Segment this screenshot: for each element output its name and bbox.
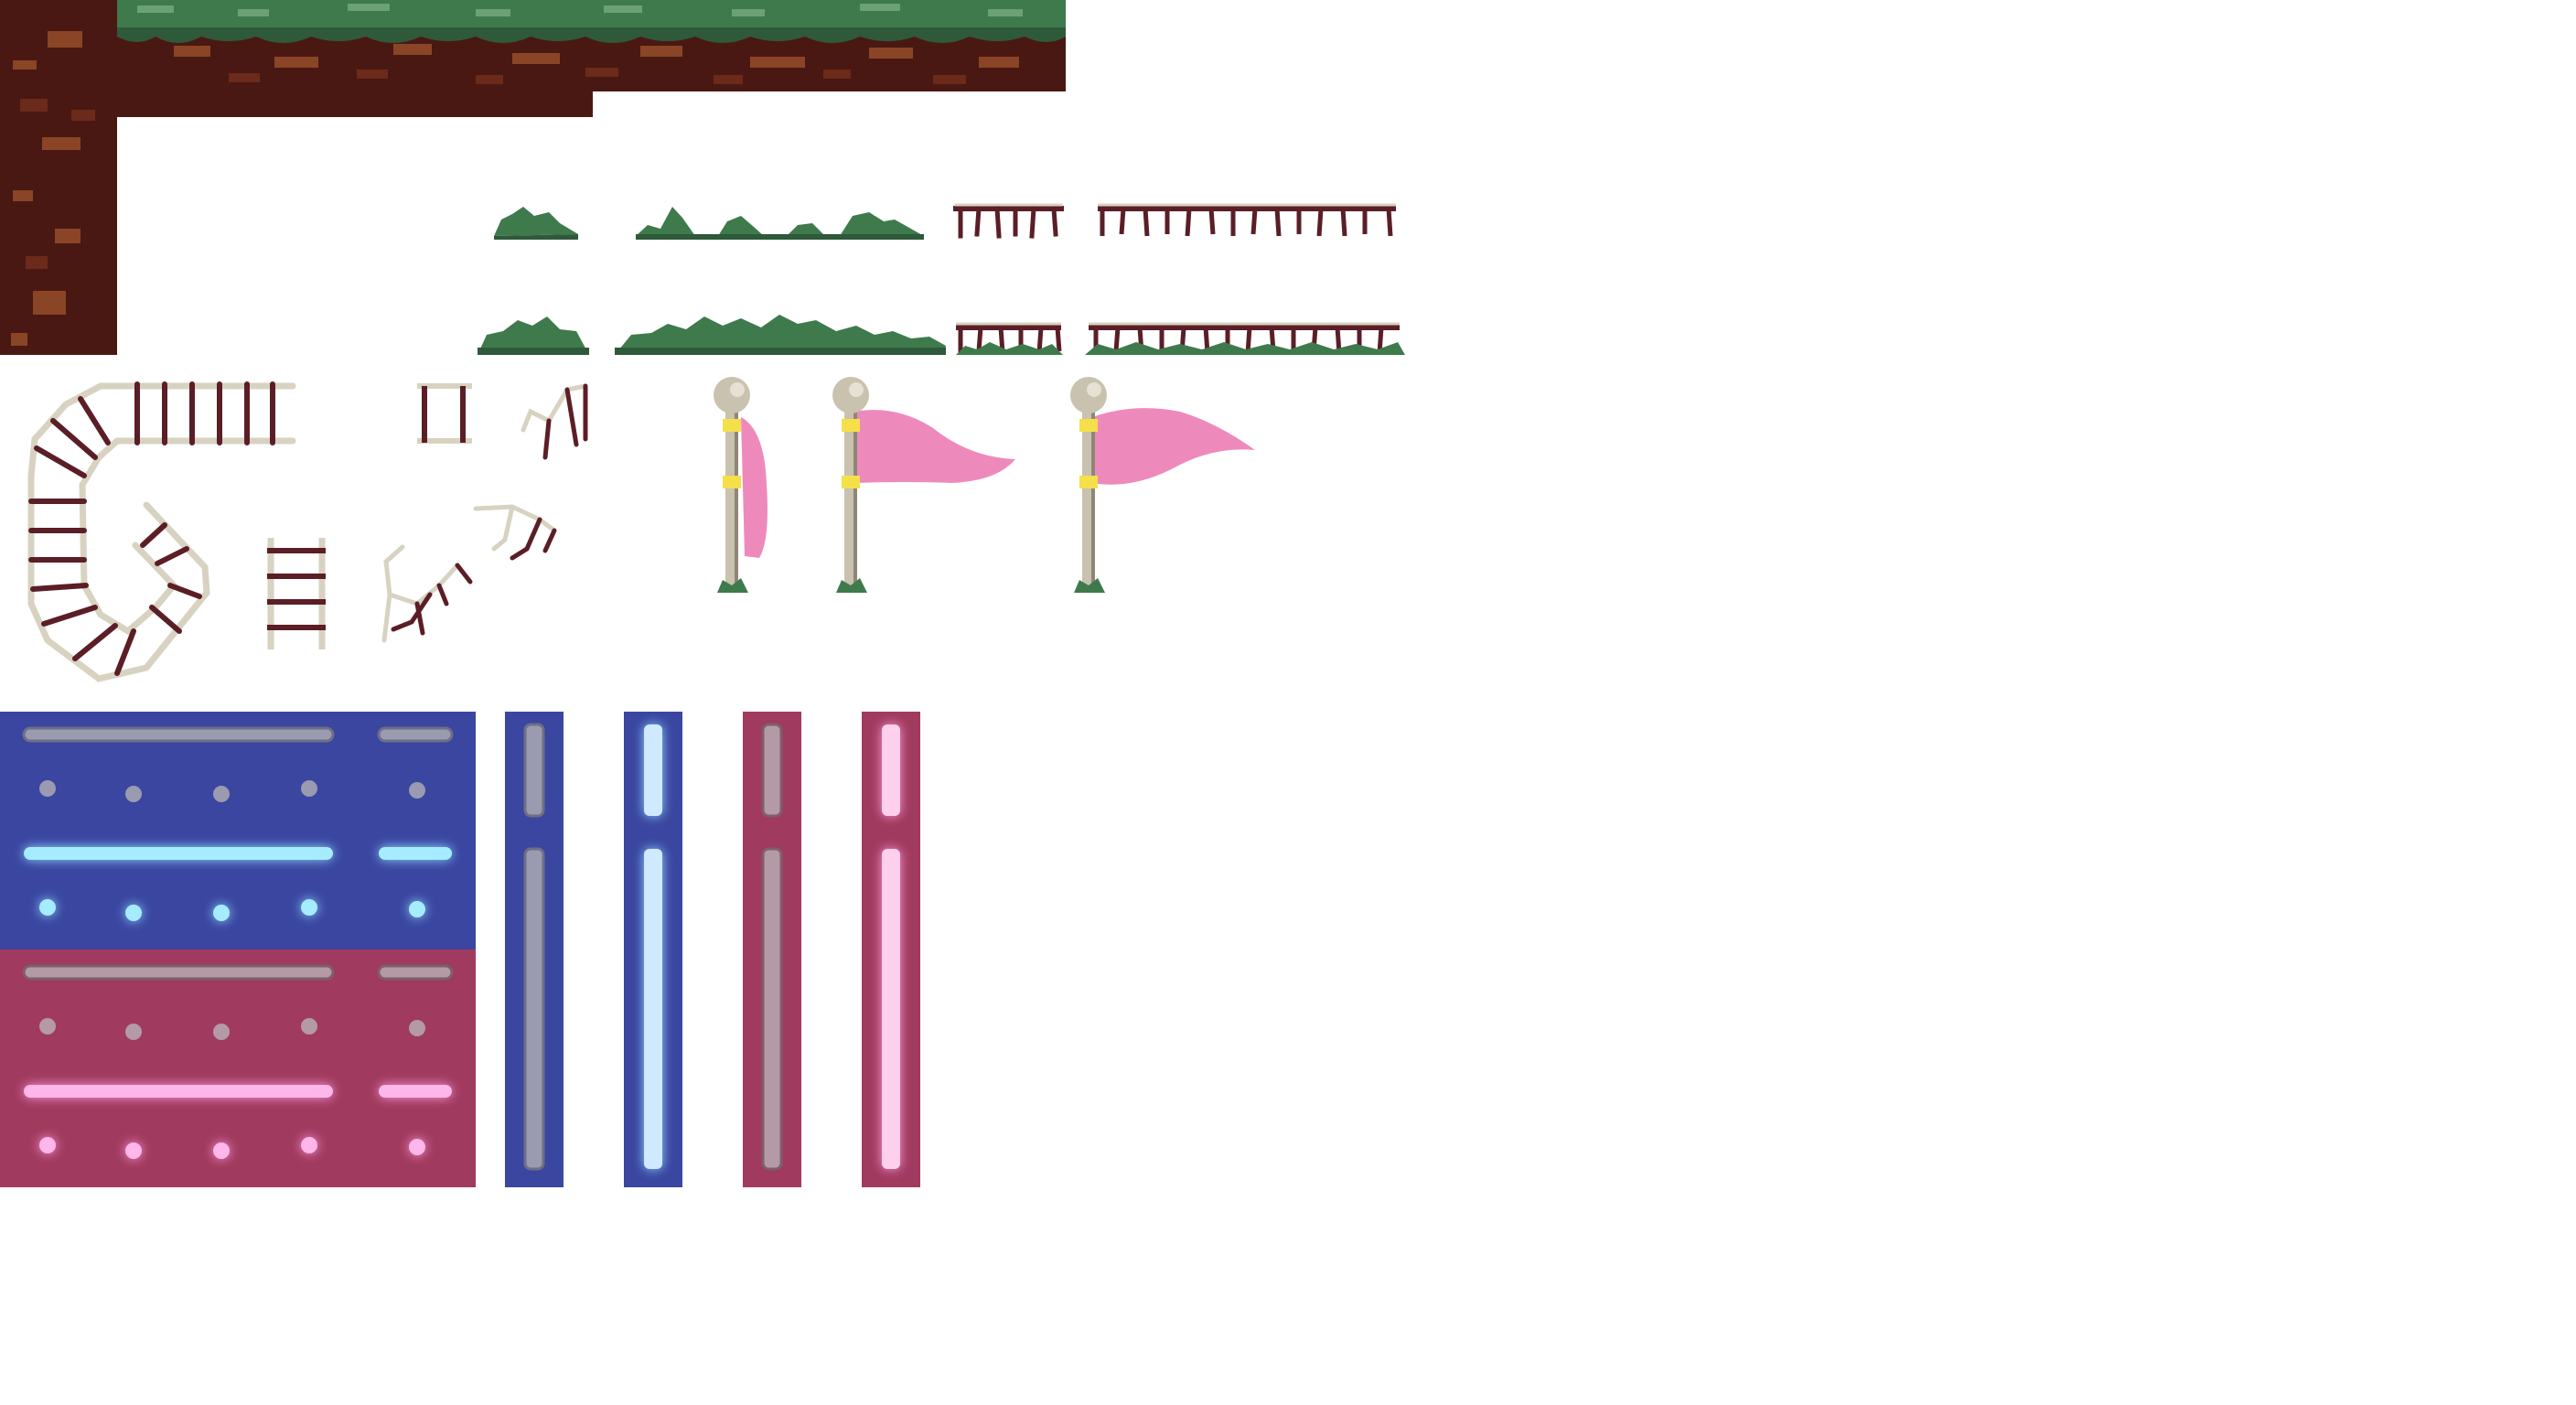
- flag-waving: [832, 377, 1015, 593]
- light-bar-blue-on: [624, 712, 682, 1187]
- flag-waving-alt: [1070, 377, 1255, 593]
- rail-broken-pieces: [381, 383, 588, 643]
- grass-tuft-large: [478, 316, 589, 355]
- rail-curve-loop: [27, 381, 296, 682]
- grass-tuft-row-short: [636, 207, 924, 240]
- grass-tuft-small: [494, 207, 578, 240]
- light-panel-pink: [0, 949, 476, 1187]
- light-bar-pink-off: [743, 712, 801, 1187]
- grass-tuft-row-long: [615, 315, 946, 355]
- light-panel-blue: [0, 712, 476, 949]
- fence-long: [1098, 203, 1396, 237]
- rail-ladder-vertical: [267, 538, 326, 649]
- fence-short: [953, 203, 1064, 239]
- flag-hanging: [714, 377, 767, 593]
- rail-ladder-short: [417, 383, 472, 444]
- light-bar-blue-off: [505, 712, 564, 1187]
- terrain-ground-tile: [0, 0, 1066, 355]
- fence-short-grassy: [956, 322, 1063, 355]
- fence-long-grassy: [1085, 322, 1405, 355]
- light-bar-pink-on: [862, 712, 920, 1187]
